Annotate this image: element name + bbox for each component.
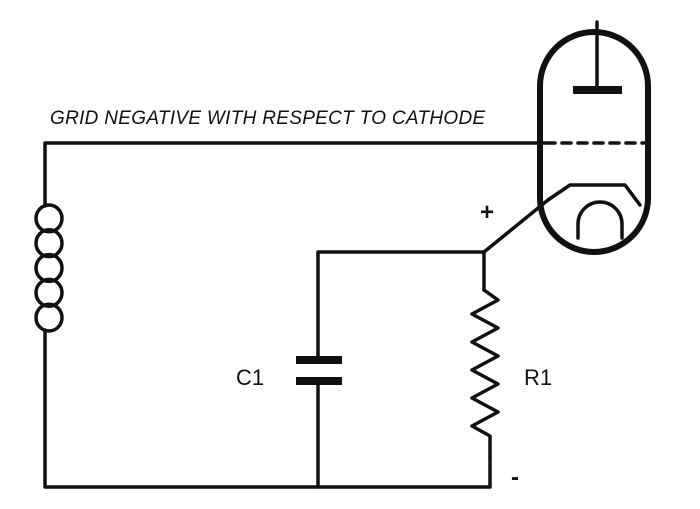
- heater-filament: [576, 200, 624, 240]
- top-junction-wire: [316, 250, 486, 358]
- coil-loop: [34, 203, 64, 234]
- capacitor-label: C1: [236, 365, 264, 390]
- resistor-zigzag: [470, 288, 500, 460]
- cathode-lead: [482, 198, 550, 254]
- plus-sign: +: [480, 199, 494, 226]
- cathode-electrode: [546, 183, 642, 207]
- coil-loop: [34, 228, 64, 259]
- coil-loop: [34, 302, 64, 333]
- minus-sign: -: [511, 464, 519, 491]
- coil-loop: [34, 252, 64, 284]
- left-return-wire: [43, 328, 492, 489]
- coil-loop: [34, 277, 64, 308]
- resistor-label: R1: [524, 365, 552, 390]
- caption-text: GRID NEGATIVE WITH RESPECT TO CATHODE: [50, 108, 485, 129]
- inductor-coil: [34, 203, 64, 333]
- grid-wire: [43, 141, 548, 208]
